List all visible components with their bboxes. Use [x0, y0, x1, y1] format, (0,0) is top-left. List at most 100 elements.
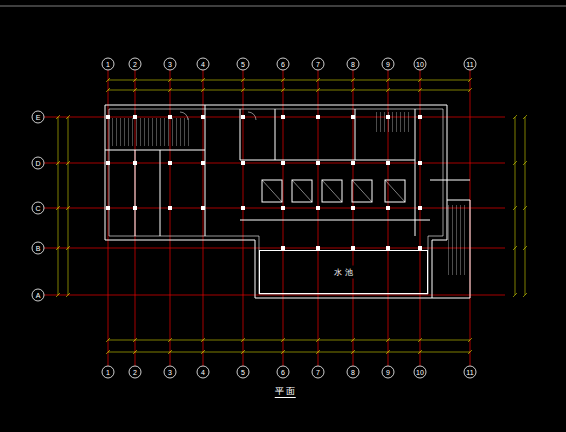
dimension-tick [66, 206, 70, 210]
grid-bubble [382, 58, 394, 70]
dimension-line [108, 340, 470, 341]
column [241, 115, 245, 119]
dimension-tick [386, 88, 390, 92]
dimension-tick [56, 161, 60, 165]
grid-number: D [35, 160, 40, 167]
dimension-tick [418, 78, 422, 82]
dimension-tick [241, 88, 245, 92]
dimension-tick [133, 338, 137, 342]
column [168, 161, 172, 165]
grid-number: A [36, 292, 41, 299]
dimension-tick [523, 161, 527, 165]
dimension-tick [281, 78, 285, 82]
dimension-line [525, 117, 526, 295]
dimension-tick [316, 78, 320, 82]
dimension-tick [201, 88, 205, 92]
grid-bubble [164, 366, 176, 378]
column [418, 115, 422, 119]
column [133, 115, 137, 119]
column [418, 206, 422, 210]
grid-line [44, 248, 505, 249]
grid-bubble [414, 366, 426, 378]
grid-number: 2 [133, 369, 137, 376]
column [106, 206, 110, 210]
grid-bubble [382, 366, 394, 378]
column [351, 161, 355, 165]
grid-line [203, 70, 204, 366]
grid-bubble [237, 58, 249, 70]
grid-number: 7 [316, 369, 320, 376]
grid-bubble [164, 58, 176, 70]
dimension-tick [523, 206, 527, 210]
dimension-tick [418, 88, 422, 92]
column [201, 161, 205, 165]
grid-number: 4 [201, 61, 205, 68]
dimension-tick [168, 78, 172, 82]
grid-number: 9 [386, 369, 390, 376]
grid-number: 11 [466, 61, 473, 68]
column [281, 115, 285, 119]
dimension-tick [168, 88, 172, 92]
dimension-tick [513, 206, 517, 210]
grid-number: 7 [316, 61, 320, 68]
dimension-tick [66, 246, 70, 250]
grid-number: 2 [133, 61, 137, 68]
dimension-tick [201, 350, 205, 354]
grid-bubble [197, 58, 209, 70]
dimension-tick [418, 338, 422, 342]
dimension-tick [386, 350, 390, 354]
grid-line [243, 70, 244, 366]
dimension-tick [351, 350, 355, 354]
column [241, 161, 245, 165]
column [201, 115, 205, 119]
dimension-tick [241, 350, 245, 354]
grid-number: 1 [106, 369, 110, 376]
dimension-tick [523, 115, 527, 119]
dimension-tick [56, 293, 60, 297]
dimension-tick [241, 338, 245, 342]
grid-number: 6 [281, 369, 285, 376]
grid-bubble [237, 366, 249, 378]
grid-line [44, 208, 505, 209]
grid-number: 8 [351, 369, 355, 376]
dimension-tick [133, 350, 137, 354]
column [418, 161, 422, 165]
dimension-tick [513, 161, 517, 165]
grid-bubble [197, 366, 209, 378]
grid-bubble [129, 366, 141, 378]
dimension-tick [468, 338, 472, 342]
grid-bubble [414, 58, 426, 70]
grid-bubble [129, 58, 141, 70]
grid-number: 5 [241, 369, 245, 376]
grid-line [44, 295, 505, 296]
column [351, 206, 355, 210]
column [316, 161, 320, 165]
dimension-tick [281, 350, 285, 354]
dimension-tick [106, 350, 110, 354]
drawing-title: 平 面 [275, 387, 296, 398]
grid-number: 8 [351, 61, 355, 68]
dimension-tick [386, 338, 390, 342]
dimension-line [108, 90, 470, 91]
grid-number: E [36, 114, 41, 121]
dimension-tick [351, 88, 355, 92]
column [351, 115, 355, 119]
dimension-tick [523, 293, 527, 297]
column [133, 206, 137, 210]
dimension-tick [468, 78, 472, 82]
dimension-tick [351, 78, 355, 82]
grid-bubble [347, 366, 359, 378]
dimension-tick [513, 293, 517, 297]
grid-bubble [32, 202, 44, 214]
dimension-tick [133, 78, 137, 82]
dimension-tick [133, 88, 137, 92]
pool-area: 水 池 [259, 250, 428, 294]
grid-number: B [36, 245, 41, 252]
dimension-tick [468, 350, 472, 354]
column [168, 206, 172, 210]
dimension-line [108, 80, 470, 81]
room-name: 水 池 [331, 266, 355, 279]
grid-line [44, 163, 505, 164]
grid-line [170, 70, 171, 366]
column [386, 115, 390, 119]
